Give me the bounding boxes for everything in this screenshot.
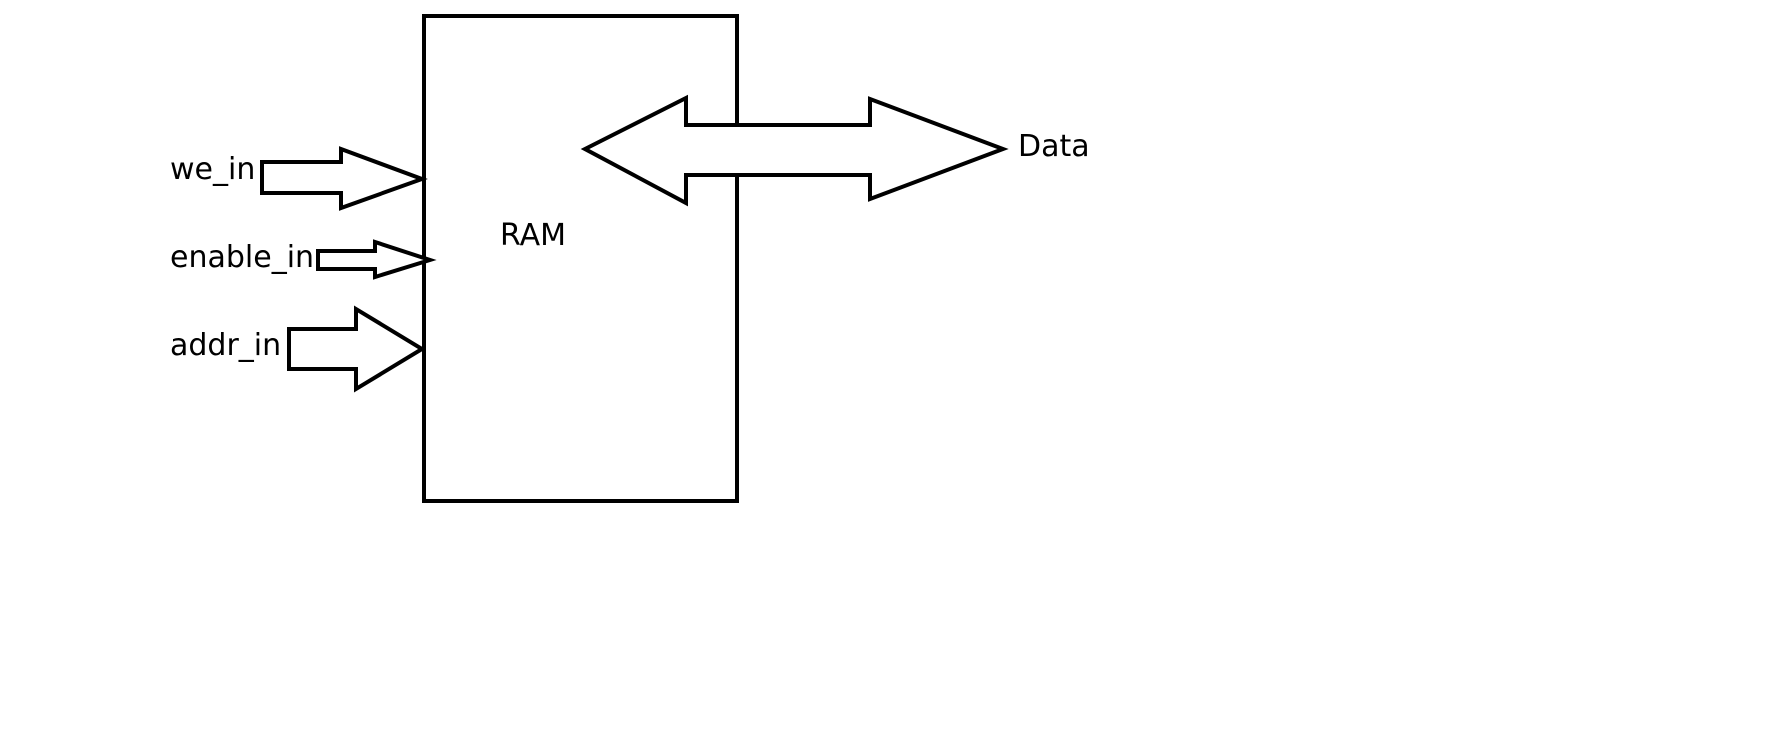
we-in-label: we_in [170,152,255,187]
addr-in-label: addr_in [170,328,281,363]
data-bidirectional-arrow [580,94,1009,207]
data-label: Data [1018,129,1090,164]
enable-in-label: enable_in [170,240,314,275]
ram-block [422,14,739,503]
addr-in-arrow [287,305,426,393]
ram-label: RAM [500,218,566,253]
we-in-arrow [260,146,428,211]
enable-in-arrow [316,239,437,280]
